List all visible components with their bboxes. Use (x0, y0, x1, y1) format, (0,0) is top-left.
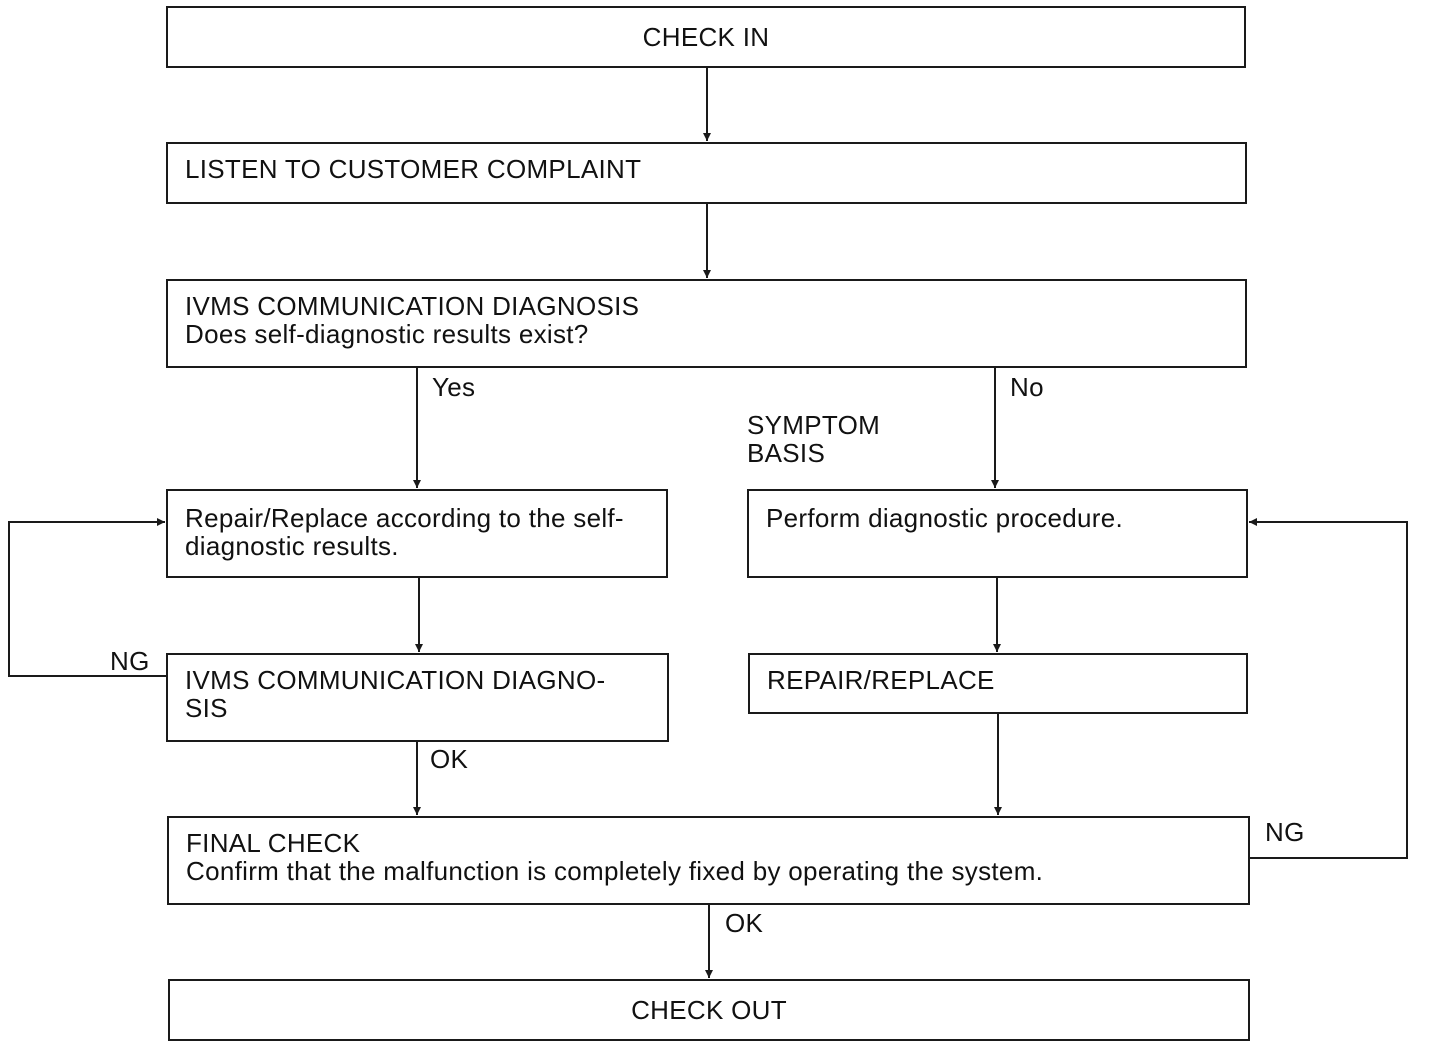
diagnosis-recheck-line2: SIS (185, 693, 228, 723)
repair-replace-box: REPAIR/REPLACE (748, 653, 1248, 714)
arrow-ng-right-loop (1249, 518, 1408, 859)
ok-left-label: OK (430, 744, 469, 774)
final-check-text: Confirm that the malfunction is complete… (186, 856, 1044, 886)
ng-right-label: NG (1265, 817, 1305, 847)
repair-self-diag-line2: diagnostic results. (185, 531, 399, 561)
diagnosis-recheck-line1: IVMS COMMUNICATION DIAGNO- (185, 665, 606, 695)
no-label: No (1010, 372, 1044, 402)
final-check-title: FINAL CHECK (186, 828, 361, 858)
yes-label: Yes (432, 372, 476, 402)
perform-procedure-box: Perform diagnostic procedure. (747, 489, 1248, 578)
ng-left-label: NG (110, 646, 150, 676)
symptom-basis-line2: BASIS (747, 438, 826, 468)
check-out-box: CHECK OUT (168, 979, 1250, 1041)
repair-self-diag-box: Repair/Replace according to the self- di… (166, 489, 668, 578)
arrow-ng-left-loop (8, 518, 167, 677)
final-check-box: FINAL CHECK Confirm that the malfunction… (167, 816, 1250, 905)
diagnosis-title: IVMS COMMUNICATION DIAGNOSIS (185, 291, 640, 321)
symptom-basis-label: SYMPTOM BASIS (747, 411, 880, 467)
repair-replace-label: REPAIR/REPLACE (767, 665, 995, 695)
ok-bottom-label: OK (725, 908, 764, 938)
check-in-label: CHECK IN (642, 22, 770, 52)
check-in-box: CHECK IN (166, 6, 1246, 68)
listen-box: LISTEN TO CUSTOMER COMPLAINT (166, 142, 1247, 204)
listen-label: LISTEN TO CUSTOMER COMPLAINT (185, 154, 642, 184)
symptom-basis-line1: SYMPTOM (747, 410, 881, 440)
diagnosis-box: IVMS COMMUNICATION DIAGNOSIS Does self-d… (166, 279, 1247, 368)
perform-procedure-label: Perform diagnostic procedure. (766, 503, 1123, 533)
diagnosis-question: Does self-diagnostic results exist? (185, 319, 589, 349)
repair-self-diag-line1: Repair/Replace according to the self- (185, 503, 624, 533)
check-out-label: CHECK OUT (631, 995, 787, 1025)
diagnosis-recheck-box: IVMS COMMUNICATION DIAGNO- SIS (166, 653, 669, 742)
